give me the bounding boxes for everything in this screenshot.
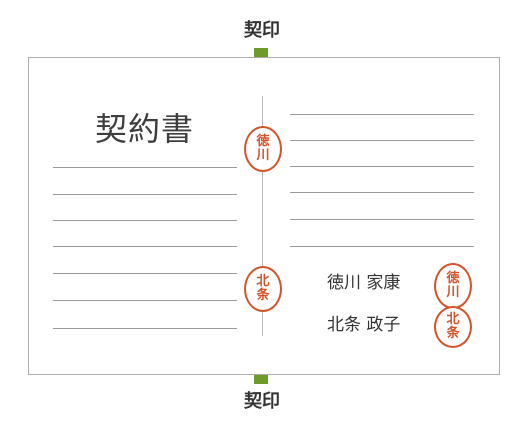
left-rule-line (53, 220, 237, 221)
left-rule-line (53, 328, 237, 329)
right-rule-line (290, 192, 474, 193)
left-rule-line (53, 167, 237, 168)
left-rule-line (53, 194, 237, 195)
signature-seal-tokugawa: 徳川 (434, 263, 472, 309)
right-rule-line (290, 246, 474, 247)
fold-seal-hojo: 北条 (244, 266, 282, 312)
fold-seal-tokugawa: 徳川 (244, 126, 282, 172)
top-arrow-label: 契印 (244, 20, 280, 41)
right-rule-line (290, 114, 474, 115)
right-rule-line (290, 166, 474, 167)
left-rule-line (53, 246, 237, 247)
signature-name-hojo: 北条 政子 (327, 315, 401, 335)
signature-name-tokugawa: 徳川 家康 (327, 273, 401, 293)
contract-document: 契約書 徳川 北条 徳川 家康 北条 政子 徳川 北条 (28, 57, 500, 375)
fold-line (262, 96, 263, 336)
right-rule-line (290, 140, 474, 141)
left-rule-line (53, 273, 237, 274)
document-title: 契約書 (95, 110, 195, 148)
signature-seal-hojo: 北条 (434, 306, 472, 348)
left-rule-line (53, 300, 237, 301)
bottom-arrow-label: 契印 (244, 391, 280, 412)
right-rule-line (290, 219, 474, 220)
